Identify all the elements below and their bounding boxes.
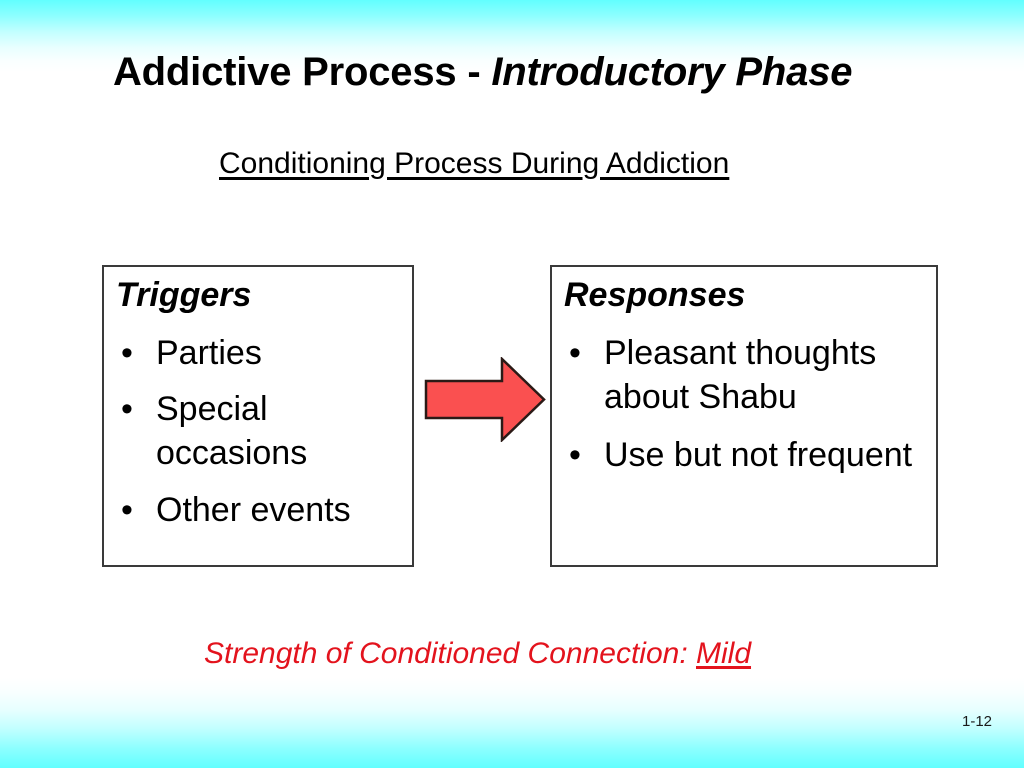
- triggers-bullet-list: • Parties • Special occasions • Other ev…: [116, 331, 406, 544]
- right-arrow-icon: [424, 357, 546, 442]
- page-number: 1-12: [962, 713, 993, 730]
- strength-note: Strength of Conditioned Connection: Mild: [204, 637, 751, 671]
- list-item: • Other events: [116, 488, 406, 532]
- page-title-emphasis: Introductory Phase: [491, 50, 853, 94]
- bullet-icon: •: [121, 334, 133, 372]
- list-item-label: Pleasant thoughts about Shabu: [604, 334, 877, 417]
- strength-note-value: Mild: [696, 637, 752, 670]
- responses-bullet-list: • Pleasant thoughts about Shabu • Use bu…: [564, 331, 930, 492]
- list-item: • Use but not frequent: [564, 433, 930, 477]
- bullet-icon: •: [121, 390, 133, 429]
- background-gradient-bottom: [0, 678, 1024, 768]
- bullet-icon: •: [121, 490, 133, 529]
- list-item: • Parties: [116, 331, 406, 375]
- strength-note-label: Strength of Conditioned Connection:: [204, 637, 696, 670]
- slide-subtitle: Conditioning Process During Addiction: [219, 147, 730, 180]
- bullet-icon: •: [569, 436, 581, 475]
- list-item-label: Parties: [156, 334, 262, 372]
- triggers-box-heading: Triggers: [116, 276, 252, 314]
- bullet-icon: •: [569, 334, 581, 372]
- page-title: Addictive Process - Introductory Phase: [113, 50, 852, 95]
- background-gradient-top: [0, 0, 1024, 72]
- list-item-label: Special occasions: [156, 390, 308, 473]
- list-item-label: Other events: [156, 490, 351, 529]
- responses-box-heading: Responses: [564, 276, 746, 314]
- list-item: • Special occasions: [116, 387, 406, 475]
- responses-box: Responses • Pleasant thoughts about Shab…: [550, 265, 938, 567]
- triggers-box: Triggers • Parties • Special occasions •…: [102, 265, 414, 567]
- list-item-label: Use but not frequent: [604, 436, 913, 475]
- list-item: • Pleasant thoughts about Shabu: [564, 331, 930, 419]
- page-title-main: Addictive Process -: [113, 50, 492, 94]
